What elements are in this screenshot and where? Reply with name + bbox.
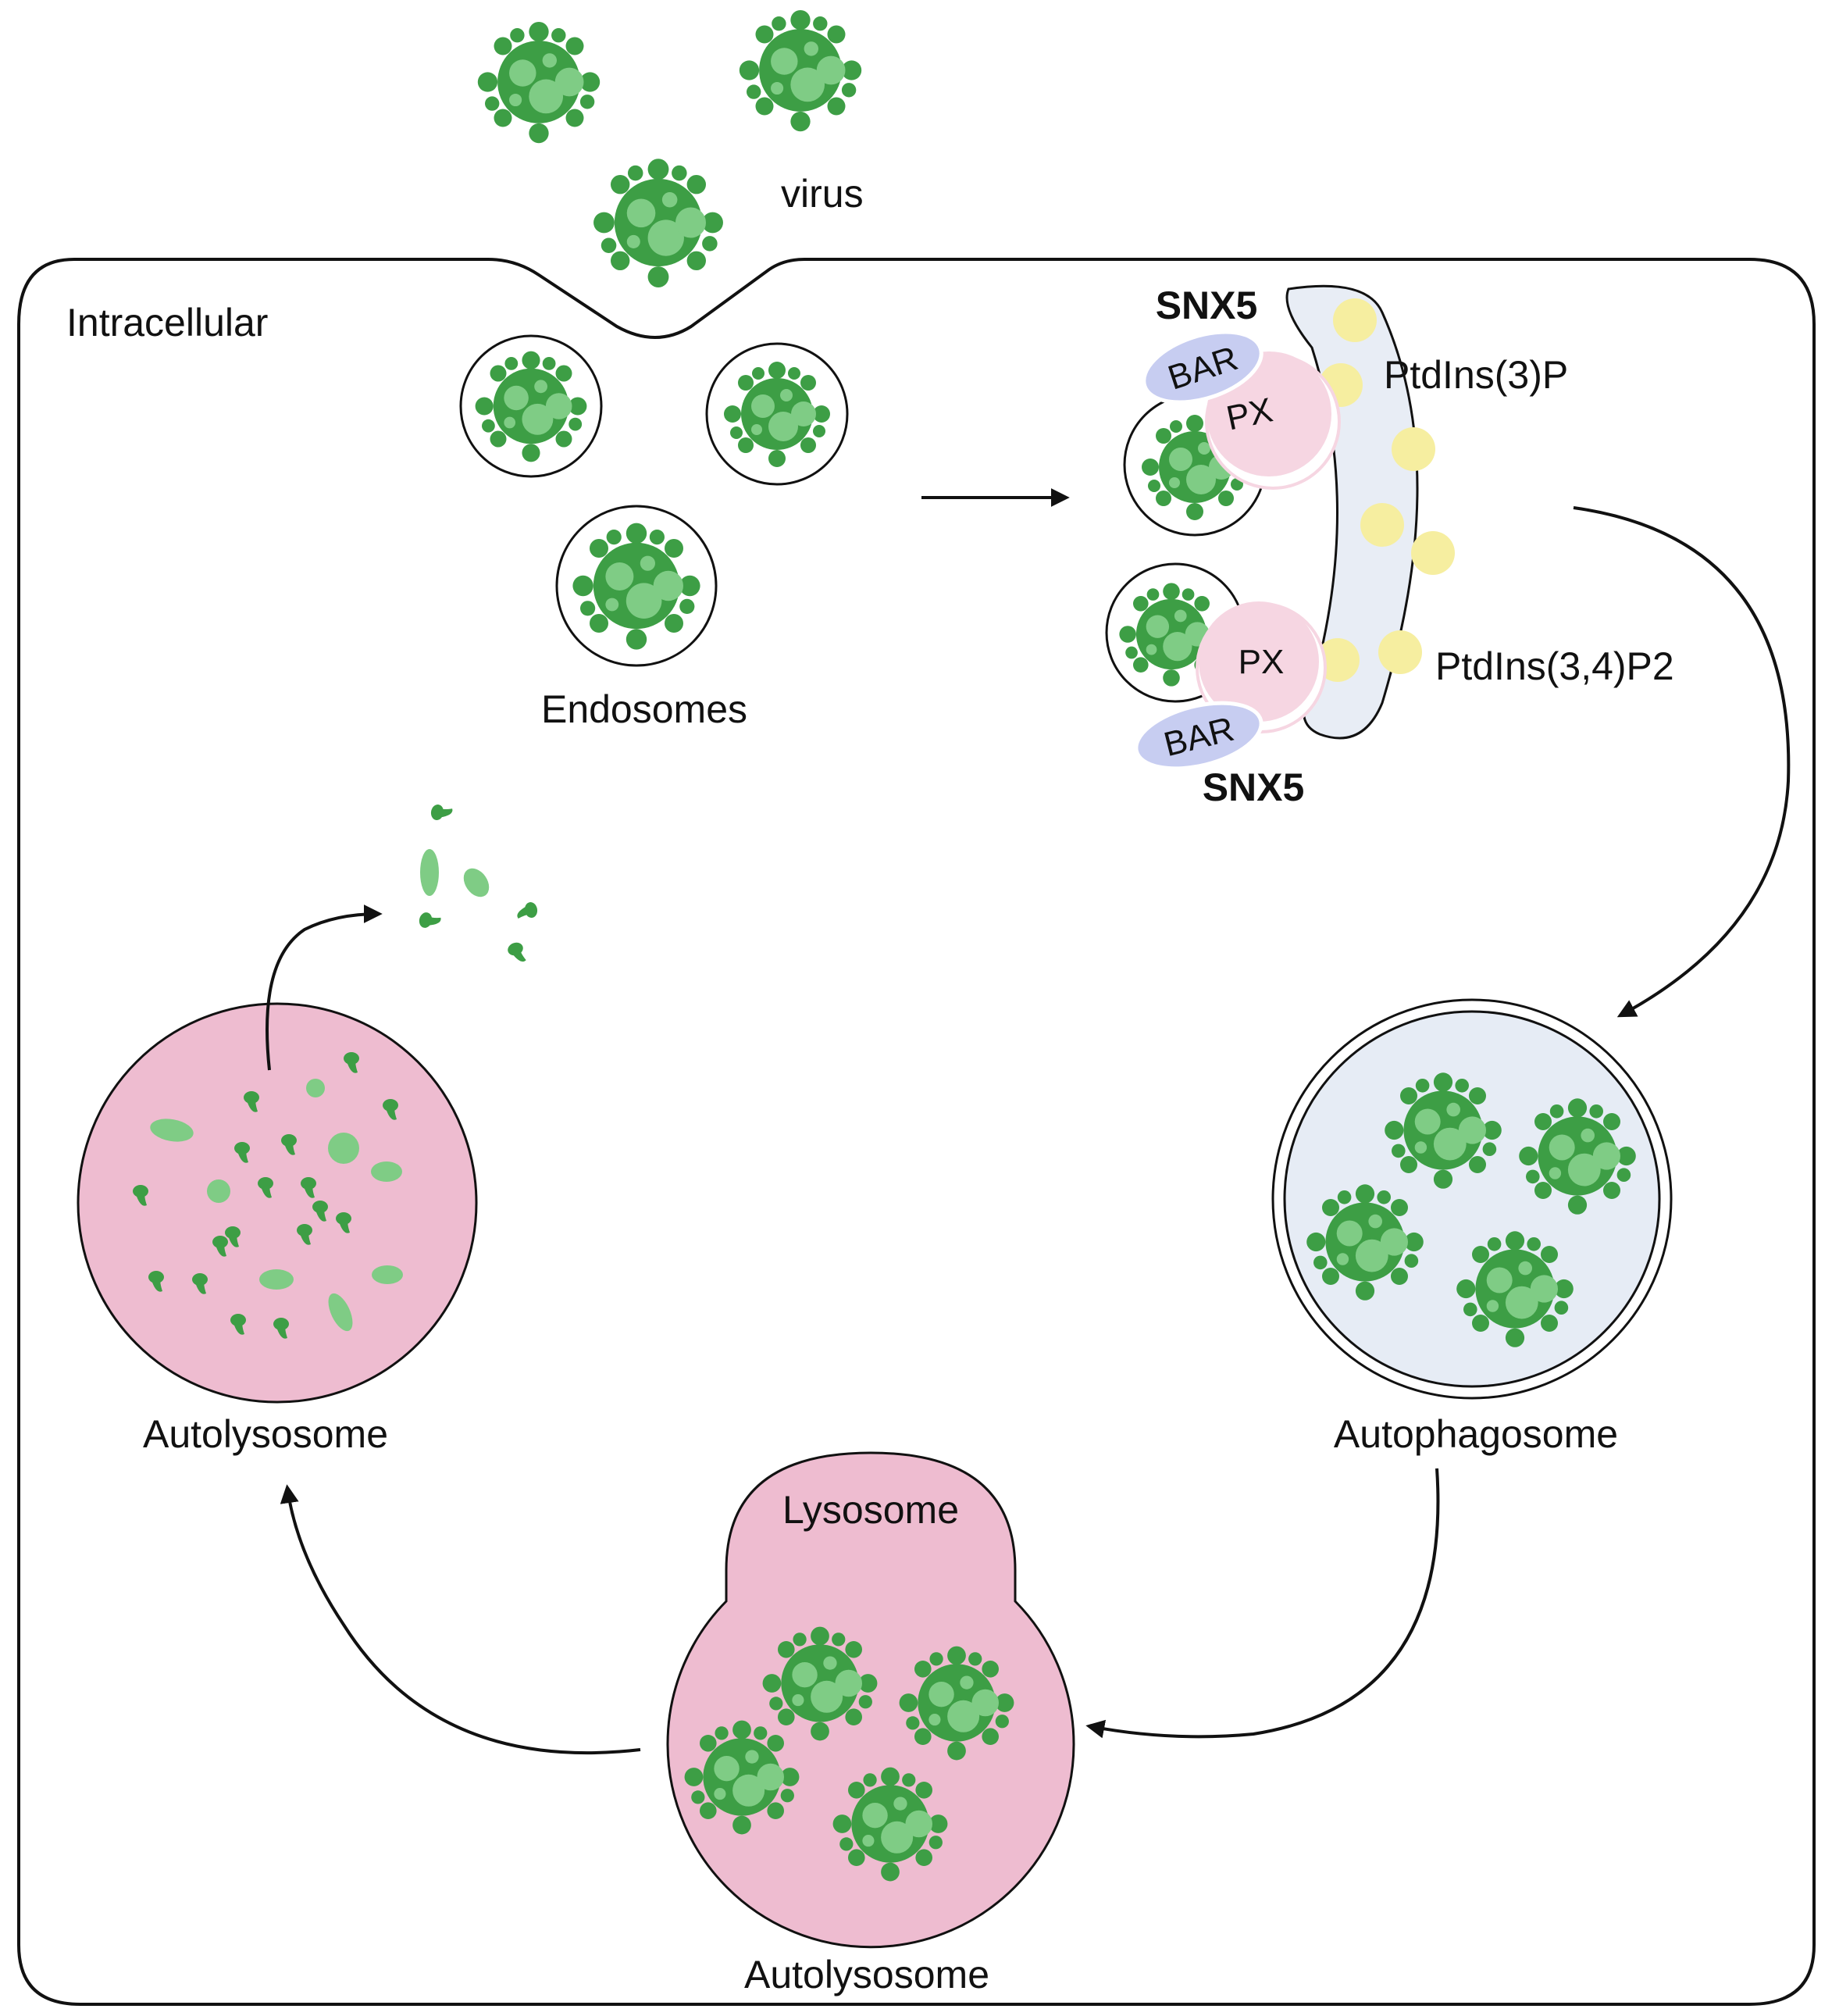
intracellular-label: Intracellular [66, 301, 268, 344]
ptdins3p-lipid [1411, 531, 1455, 575]
fragment-icon [505, 940, 528, 966]
autophagosome [1271, 998, 1673, 1400]
fragment-icon [515, 901, 539, 921]
ptdins34p2-lipid [1378, 630, 1422, 674]
ptdins3p-lipid [1392, 427, 1435, 471]
endosomes-label: Endosomes [541, 687, 747, 731]
ptdins3p-lipid [1333, 298, 1377, 342]
px-label-bottom: PX [1239, 643, 1285, 681]
arrow-to-release [266, 905, 383, 1071]
snx5-label-top: SNX5 [1156, 284, 1258, 327]
bar-domain-top [1142, 330, 1264, 405]
snx5-label-bottom: SNX5 [1203, 765, 1305, 809]
endosome [705, 342, 849, 486]
autolysosome-bottom-label: Autolysosome [744, 1953, 989, 1996]
released-fragments [417, 803, 539, 966]
virus-icon [593, 159, 723, 287]
ptdins34p2-label: PtdIns(3,4)P2 [1435, 644, 1674, 688]
bar-domain-bottom [1134, 701, 1264, 771]
arrow-to-lysosome-fusion [1085, 1468, 1440, 1739]
fragment-icon [429, 803, 454, 823]
px-domain-bottom [1199, 601, 1319, 722]
arrow-to-autophagosome [1573, 506, 1791, 1018]
px-label-top: PX [1223, 391, 1276, 437]
snx5-complex-bottom: PX BAR SNX5 [1105, 562, 1327, 809]
virus-label: virus [781, 172, 864, 216]
lysosome-label: Lysosome [782, 1488, 959, 1532]
fragment-icon [417, 911, 442, 932]
autolysosome-degrading [77, 1002, 478, 1404]
endosome [459, 334, 603, 478]
ptdins3p-lipid [1360, 503, 1404, 547]
virus-icon [477, 21, 601, 144]
ptdins34p2-lipid [1316, 638, 1360, 682]
virus-icon [739, 9, 862, 132]
autolysosome-left-label: Autolysosome [143, 1412, 388, 1456]
lysosome-fusion [666, 1451, 1075, 1949]
arrow-to-degradation [280, 1484, 641, 1755]
cell-membrane [17, 258, 1816, 2006]
autophagosome-label: Autophagosome [1334, 1412, 1618, 1456]
ptdins3p-label: PtdIns(3)P [1384, 353, 1568, 397]
endosome [555, 505, 718, 667]
snx5-complex-top: PX BAR SNX5 [1123, 284, 1341, 537]
